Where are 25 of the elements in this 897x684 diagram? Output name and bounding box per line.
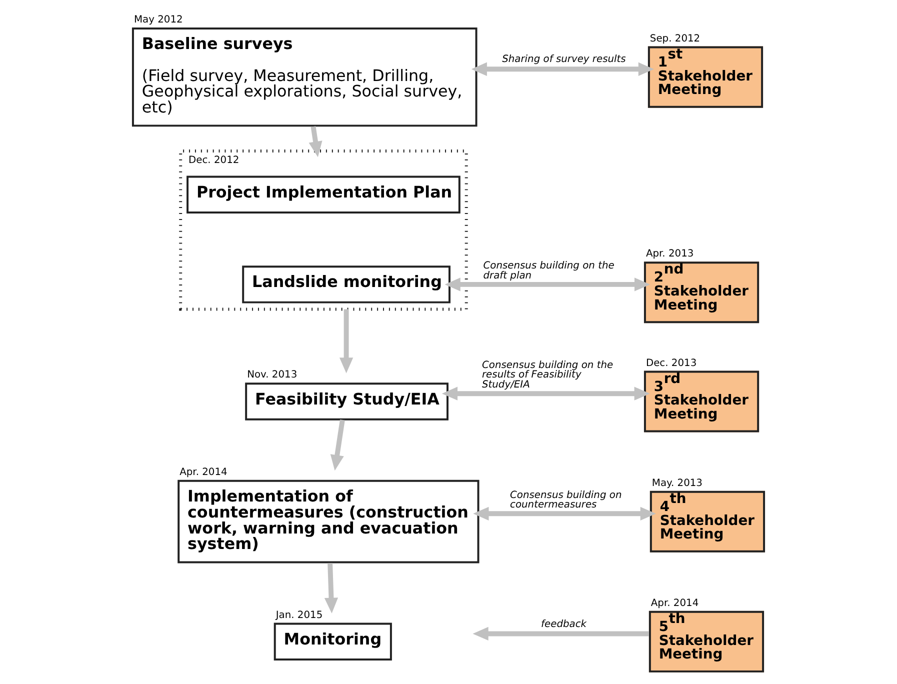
node-label: Jan. 2015 [276,610,323,621]
arrow [442,386,650,400]
arrow [324,562,338,614]
node-label: Dec. 2013 [646,358,697,369]
node-label: May 2012 [134,14,183,26]
edge-label: feedback [541,618,587,630]
edge-label: Consensus building on countermeasures [510,490,622,511]
arrow [473,506,656,520]
arrow [472,626,649,641]
node-label: Apr. 2014 [180,466,228,478]
arrow [308,126,322,158]
node-label: Sep. 2012 [650,33,700,44]
cluster [179,150,468,311]
node-label: Nov. 2013 [247,370,298,381]
node-label: Dec. 2012 [188,154,240,166]
edge-label: Consensus building on the results of Feasibility Study/EIA [482,360,614,391]
edge-label: Sharing of survey results [502,54,626,66]
node-label: May. 2013 [652,478,702,489]
arrow [444,278,650,292]
arrow [339,309,354,374]
node-label: Apr. 2013 [646,248,694,260]
arrow [471,62,654,76]
arrow [330,420,345,471]
node-label: Apr. 2014 [650,598,699,609]
edge-label: Consensus building on the draft plan [483,260,614,282]
